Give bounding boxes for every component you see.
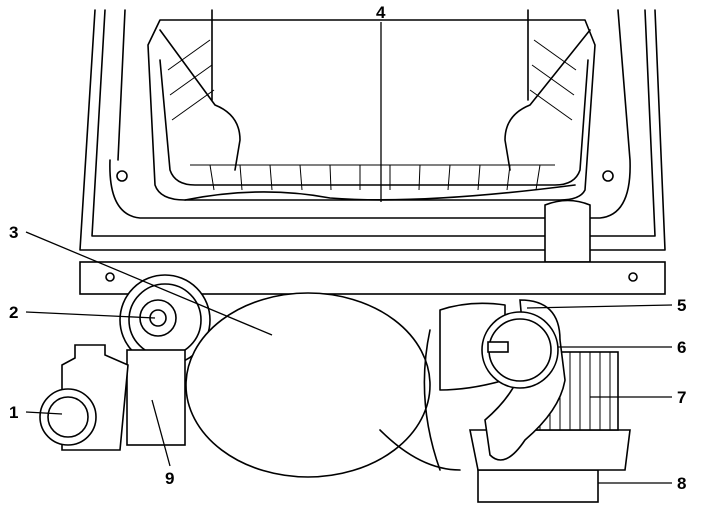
component-8 bbox=[477, 469, 599, 503]
component-9 bbox=[126, 349, 186, 446]
component-6 bbox=[481, 311, 559, 389]
callout-7: 7 bbox=[677, 388, 686, 407]
callout-3: 3 bbox=[9, 223, 18, 242]
callout-1: 1 bbox=[9, 403, 18, 422]
component-1 bbox=[39, 344, 129, 451]
callout-8: 8 bbox=[677, 474, 686, 493]
component-3 bbox=[185, 292, 431, 478]
callout-9: 9 bbox=[165, 469, 174, 488]
right-assembly bbox=[379, 299, 631, 503]
callout-6: 6 bbox=[677, 338, 686, 357]
callout-4: 4 bbox=[376, 3, 386, 22]
component-2 bbox=[119, 274, 211, 366]
callout-2: 2 bbox=[9, 303, 18, 322]
cabinet-frame bbox=[79, 9, 666, 251]
tub bbox=[147, 19, 596, 263]
callouts: 4 3 2 1 9 5 6 7 8 bbox=[9, 3, 686, 493]
callout-5: 5 bbox=[677, 296, 686, 315]
